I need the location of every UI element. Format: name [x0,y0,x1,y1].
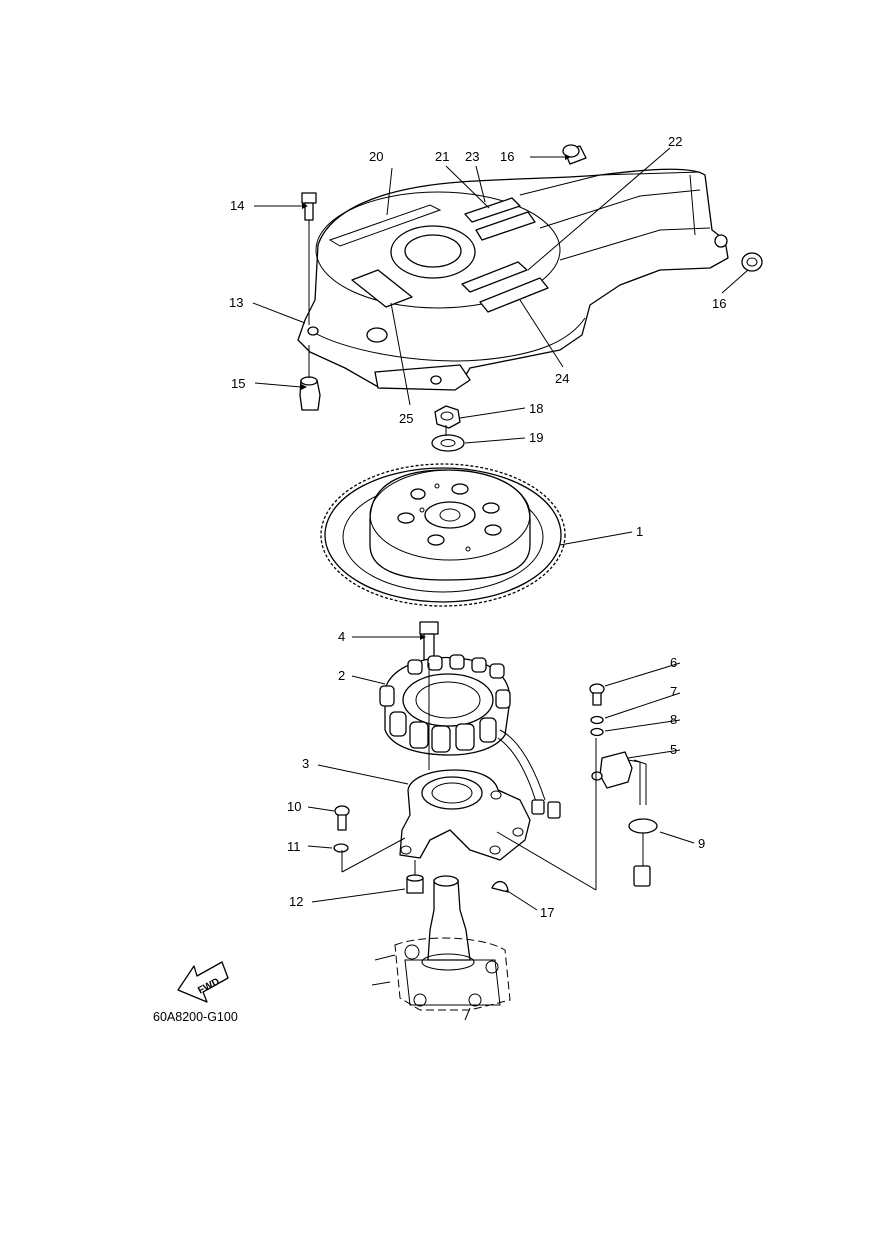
screw-6 [589,683,605,706]
callout-2: 2 [338,668,345,683]
callout-19: 19 [529,430,543,445]
washer-19 [431,434,465,452]
callout-6: 6 [670,655,677,670]
bolt-14 [301,192,317,325]
collar-12 [406,874,424,894]
callout-16-right: 16 [712,296,726,311]
callout-17: 17 [540,905,554,920]
callout-21: 21 [435,149,449,164]
screw-10 [334,805,350,831]
callout-14: 14 [230,198,244,213]
callout-22: 22 [668,134,682,149]
leader-lines [252,147,749,911]
stator-base [399,769,531,861]
callout-4: 4 [338,629,345,644]
crankshaft-reference [371,875,511,1021]
callout-23: 23 [465,149,479,164]
callout-3: 3 [302,756,309,771]
washer-7 [590,715,604,725]
callout-24: 24 [555,371,569,386]
callout-7: 7 [670,684,677,699]
stator-coil [379,654,561,819]
callout-20: 20 [369,149,383,164]
fwd-arrow-icon: FWD [177,961,229,1003]
callout-5: 5 [670,742,677,757]
grommet-16-top [562,144,587,165]
callout-15: 15 [231,376,245,391]
woodruff-key-17 [491,881,509,893]
washer-8 [590,727,604,737]
drawing-code: 60A8200-G100 [153,1010,238,1024]
flywheel [320,463,566,607]
callout-16-top: 16 [500,149,514,164]
callout-11: 11 [287,839,301,854]
callout-labels: 1 2 3 4 5 6 7 8 9 10 11 12 13 14 15 16 1… [229,134,726,920]
callout-13: 13 [229,295,243,310]
bolt-4 [419,621,439,663]
pulser-coil-5 [591,751,658,887]
callout-25: 25 [399,411,413,426]
callout-12: 12 [289,894,303,909]
grommet-16-right [741,252,763,272]
callout-9: 9 [698,836,705,851]
nut-18 [434,405,461,429]
callout-18: 18 [529,401,543,416]
callout-1: 1 [636,524,643,539]
flywheel-cover [297,168,729,391]
callout-10: 10 [287,799,301,814]
grommet-15 [299,376,321,411]
washer-11 [333,843,349,853]
callout-8: 8 [670,712,677,727]
